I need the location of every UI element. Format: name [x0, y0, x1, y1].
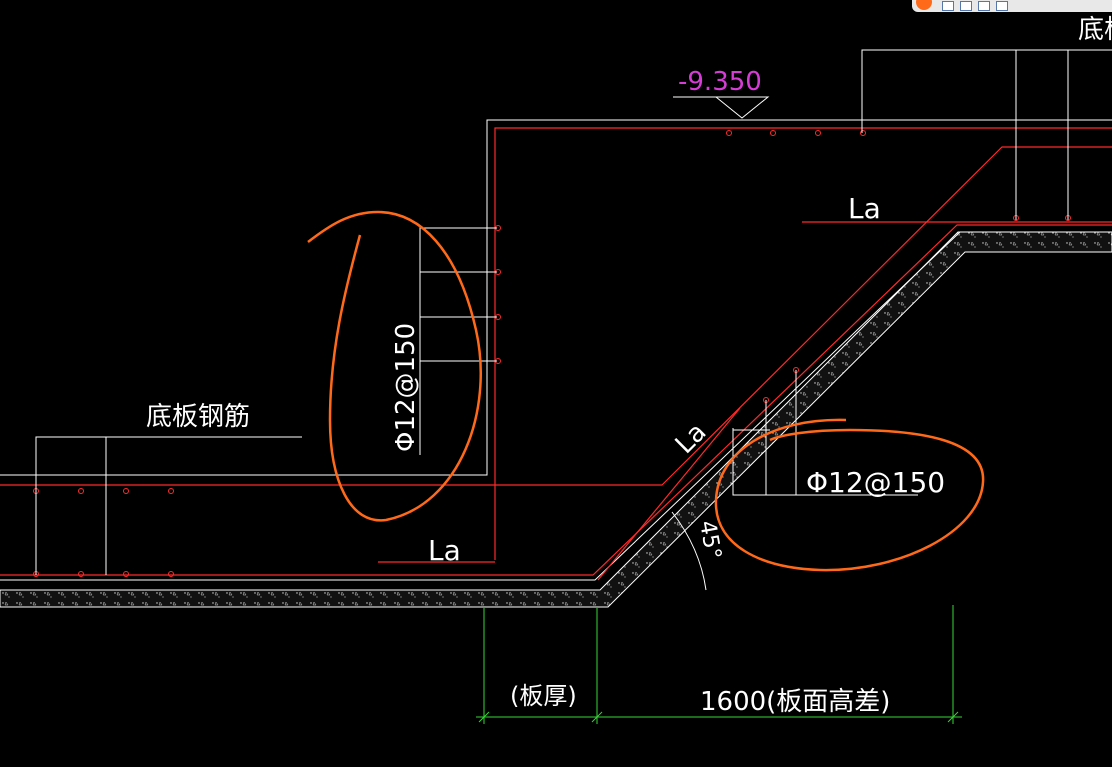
chinese-mode-icon[interactable]	[942, 1, 954, 11]
la-top-label: La	[848, 192, 881, 225]
concrete-cushion	[0, 231, 1112, 608]
slab-outline	[0, 231, 961, 581]
markup-ellipse-right	[714, 418, 985, 572]
height-diff-label: 1600(板面高差)	[700, 687, 890, 717]
slab-top-outline	[0, 119, 1112, 476]
rebar-spec-right: Φ12@150	[806, 466, 945, 499]
rebar-top-layer	[0, 146, 1112, 486]
slab-thickness-label: (板厚)	[510, 682, 577, 710]
elevation-label: -9.350	[678, 67, 762, 97]
app-logo-icon[interactable]	[916, 0, 932, 10]
top-right-partial-label: 底板	[1078, 15, 1112, 45]
angle-arc	[671, 511, 707, 591]
la-left-label: La	[428, 534, 461, 567]
la-slope-label: La	[670, 417, 713, 460]
tools-icon[interactable]	[996, 1, 1008, 11]
dimension-lines	[476, 605, 962, 724]
rebar-anchor-slope	[597, 407, 741, 581]
bottom-rebar-label: 底板钢筋	[146, 402, 250, 432]
rebar-spec-left: Φ12@150	[391, 323, 421, 452]
ime-toolbar[interactable]	[912, 0, 1112, 12]
punctuation-icon[interactable]	[960, 1, 972, 11]
rebar-bottom-layer	[0, 224, 1112, 576]
keyboard-icon[interactable]	[978, 1, 990, 11]
rebar-dots	[33, 130, 1071, 577]
rebar-wall-inner	[494, 127, 1112, 560]
leader-lines	[35, 49, 1112, 575]
elevation-marker: -9.350	[673, 67, 770, 119]
markup-ellipse-left	[307, 210, 482, 522]
